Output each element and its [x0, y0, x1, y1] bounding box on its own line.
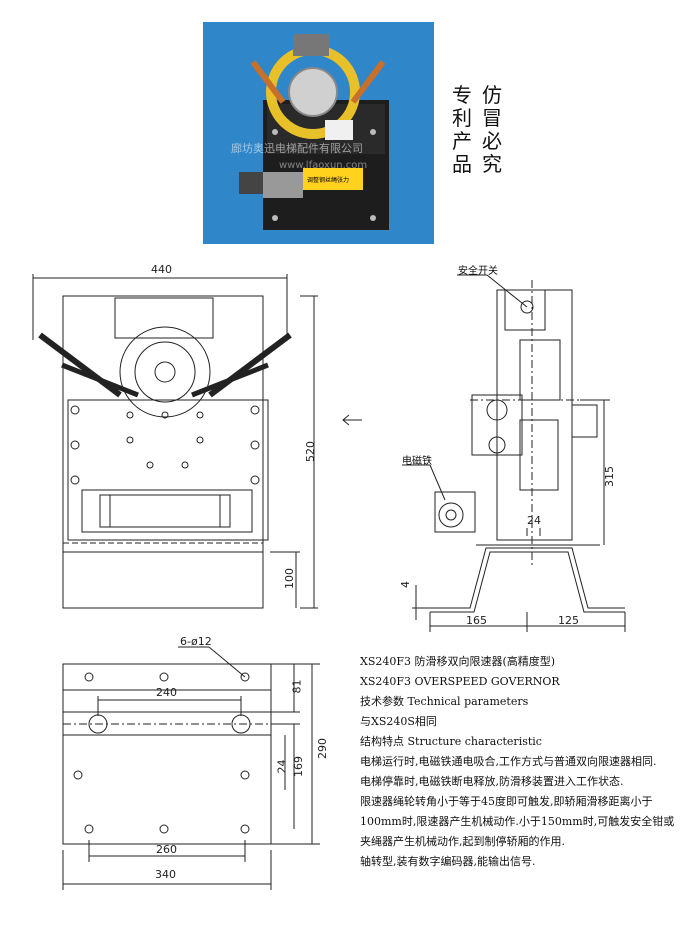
slogan-char: 冒: [482, 106, 502, 130]
dim-base-240: 240: [156, 686, 177, 699]
slogan-column-right: 仿 冒 必 究: [481, 84, 503, 176]
structure-line: 电梯运行时,电磁铁通电吸合,工作方式与普通双向限速器相同.: [360, 755, 657, 768]
model-title-cn: XS240F3 防滑移双向限速器(高精度型): [360, 655, 556, 668]
dim-front-width: 440: [151, 263, 172, 276]
dim-front-base: 100: [283, 568, 296, 589]
structure-line: 100mm时,限速器产生机械动作.小于150mm时,可触发安全钳或: [360, 815, 675, 828]
structure-title: 结构特点 Structure characteristic: [360, 735, 542, 748]
photo-watermark-company: 廊坊奥迅电梯配件有限公司: [231, 142, 363, 155]
slogan-column-left: 专 利 产 品: [451, 84, 473, 176]
product-photo: 调整钢丝绳张力 廊坊奥迅电梯配件有限公司 www.lfaoxun.com: [203, 22, 434, 244]
slogan-char: 必: [482, 129, 502, 153]
structure-line: 电梯停靠时,电磁铁断电释放,防滑移装置进入工作状态.: [360, 775, 624, 788]
front-view-drawing: [32, 274, 318, 609]
label-safety-switch: 安全开关: [458, 266, 498, 277]
dim-side-24: 24: [527, 514, 541, 527]
tech-params-title: 技术参数 Technical parameters: [360, 695, 529, 708]
warning-plate-text: 调整钢丝绳张力: [307, 176, 349, 184]
dim-base-260: 260: [156, 843, 177, 856]
structure-line: 轴转型,装有数字编码器,能输出信号.: [360, 855, 536, 868]
dim-base-340: 340: [155, 868, 176, 881]
dim-side-height: 315: [603, 466, 616, 487]
structure-line: 夹绳器产生机械动作,起到制停轿厢的作用.: [360, 835, 565, 848]
dim-side-125: 125: [558, 614, 579, 627]
slogan-char: 仿: [482, 83, 502, 107]
tech-params-text: 与XS240S相同: [360, 715, 437, 728]
slogan-char: 究: [482, 152, 502, 176]
base-plate-drawing: [62, 646, 320, 890]
slogan-char: 专: [452, 83, 472, 107]
structure-line: 限速器绳轮转角小于等于45度即可触发,即轿厢滑移距离小于: [360, 795, 653, 808]
side-view-drawing: [412, 280, 626, 632]
dim-base-169: 169: [292, 756, 305, 777]
photo-watermark-url: www.lfaoxun.com: [279, 160, 368, 171]
label-electromagnet: 电磁铁: [402, 456, 432, 467]
slogan-char: 产: [452, 129, 472, 153]
dim-side-165: 165: [466, 614, 487, 627]
dim-base-81: 81: [290, 679, 304, 694]
dim-hole-spec: 6-ø12: [180, 635, 212, 648]
dim-base-290: 290: [316, 738, 329, 759]
direction-arrow: [342, 414, 362, 426]
model-title-en: XS240F3 OVERSPEED GOVERNOR: [360, 675, 560, 688]
slogan-char: 品: [452, 152, 472, 176]
dim-base-24: 24: [275, 759, 289, 774]
slogan-char: 利: [452, 106, 472, 130]
governor-photo-illustration: 调整钢丝绳张力: [203, 22, 434, 244]
product-description: XS240F3 防滑移双向限速器(高精度型) XS240F3 OVERSPEED…: [360, 652, 690, 872]
dim-front-height: 520: [304, 441, 317, 462]
dim-side-4: 4: [399, 581, 412, 588]
